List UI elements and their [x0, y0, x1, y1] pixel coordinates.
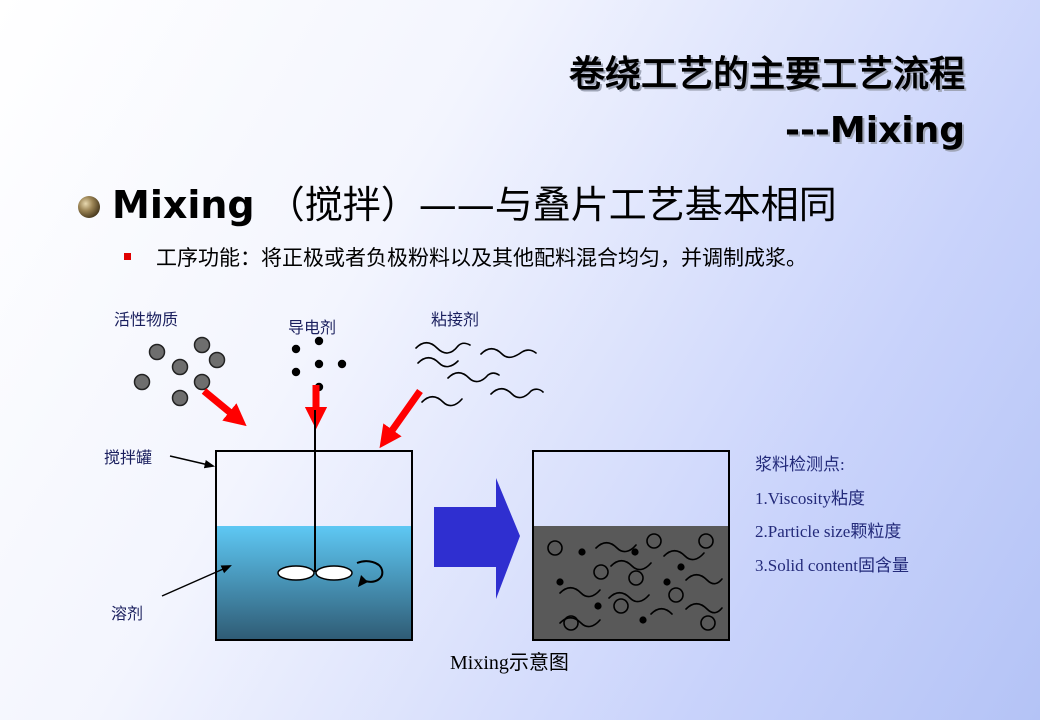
label-active-material: 活性物质: [114, 310, 179, 329]
sub-bullet: 工序功能：将正极或者负极粉料以及其他配料混合均匀，并调制成浆。: [156, 246, 807, 270]
diagram-caption: Mixing示意图: [450, 652, 569, 674]
tank-pointer: [169, 455, 216, 469]
solvent-pointer: [161, 565, 232, 597]
label-solvent: 溶剂: [111, 604, 144, 623]
square-bullet-icon: [124, 253, 131, 260]
binder-arrow: [379, 388, 423, 449]
slide-title: 卷绕工艺的主要工艺流程: [568, 54, 965, 95]
bullet-text: （搅拌）——与叠片工艺基本相同: [254, 183, 837, 227]
process-arrow: [434, 478, 520, 599]
checkpoint-item: 2.Particle size颗粒度: [755, 522, 902, 541]
ingredient-arrows: [201, 385, 423, 449]
label-conductive-agent: 导电剂: [288, 318, 337, 337]
bullet-keyword: Mixing: [112, 183, 255, 227]
slurry-tank: [532, 450, 730, 641]
stirrer: [277, 410, 384, 587]
slide-subtitle: ---Mixing: [785, 110, 965, 151]
bullet-ball-icon: [78, 196, 100, 218]
label-binder: 粘接剂: [431, 310, 480, 329]
slurry-particles: [547, 533, 716, 631]
main-bullet: Mixing （搅拌）——与叠片工艺基本相同: [112, 183, 837, 228]
checkpoints-title: 浆料检测点:: [755, 455, 845, 474]
checkpoint-item: 1.Viscosity粘度: [755, 489, 865, 508]
label-tank: 搅拌罐: [104, 448, 153, 467]
conductive-agent-dots: [291, 336, 347, 392]
active-material-particles: [133, 336, 226, 407]
active-material-arrow: [201, 388, 247, 427]
slurry-binder-strands: [559, 541, 723, 628]
slurry-dots: [556, 548, 685, 624]
checkpoint-item: 3.Solid content固含量: [755, 556, 909, 575]
binder-squiggles: [415, 341, 544, 407]
